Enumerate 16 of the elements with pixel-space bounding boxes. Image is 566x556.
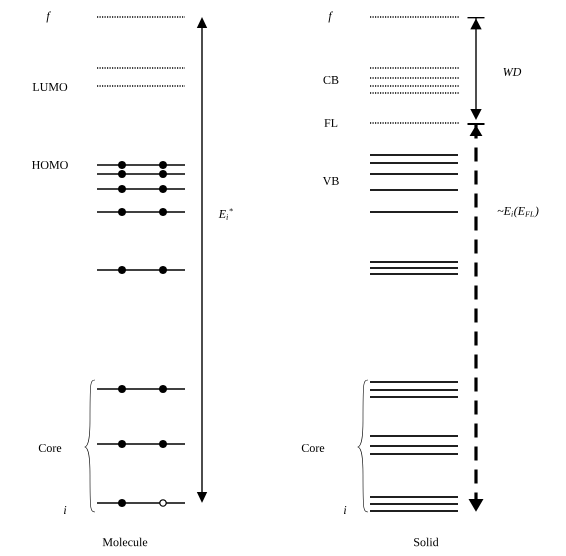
level-label: f xyxy=(46,12,52,22)
level-label: Core xyxy=(38,444,62,452)
energy-label: ~E$_{i}$(E$_{FL}$) xyxy=(498,206,538,218)
level-label: HOMO xyxy=(32,160,68,170)
level-label: LUMO xyxy=(32,82,68,92)
panel-caption: Solid xyxy=(414,538,439,546)
level-label: i xyxy=(64,506,66,514)
panel-caption: Molecule xyxy=(102,538,148,546)
energy-label: E$_{i}$* xyxy=(218,208,233,220)
level-label: f xyxy=(328,12,334,22)
level-label: FL xyxy=(324,119,338,127)
level-label: VB xyxy=(322,176,339,186)
level-label: i xyxy=(344,506,346,514)
energy-label: WD xyxy=(503,68,522,76)
level-label: Core xyxy=(302,444,324,452)
level-label: CB xyxy=(323,76,338,84)
